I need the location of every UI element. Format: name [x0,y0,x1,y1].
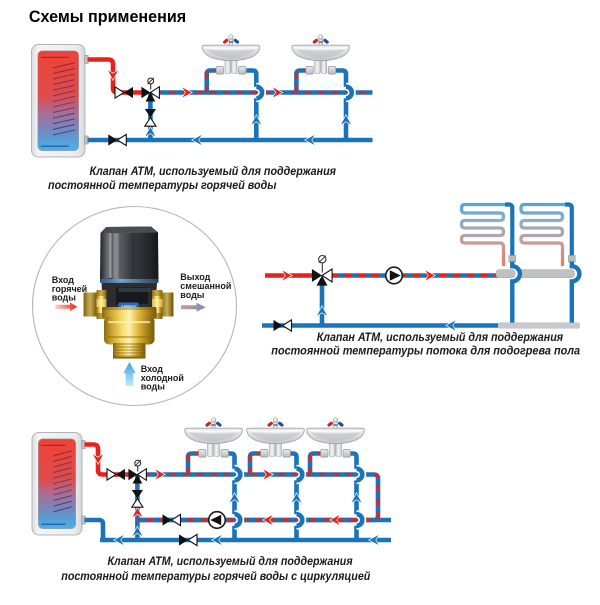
svg-text:воды: воды [52,293,77,303]
svg-text:смешанной: смешанной [180,281,231,291]
svg-text:Схемы применения: Схемы применения [29,8,186,26]
svg-text:воды: воды [180,290,205,300]
svg-text:холодной: холодной [141,373,184,383]
svg-text:Клапан АТМ, используемый для п: Клапан АТМ, используемый для поддержания [90,164,337,178]
svg-text:Клапан АТМ, используемый для п: Клапан АТМ, используемый для поддержания [317,330,563,344]
svg-text:Вход: Вход [52,275,75,285]
svg-text:Клапан АТМ, используемый для п: Клапан АТМ, используемый для поддержания [108,554,353,568]
svg-text:горячей: горячей [52,284,88,294]
svg-text:постоянной температуры горячей: постоянной температуры горячей воды с ци… [61,569,370,583]
svg-text:Вход: Вход [141,364,164,374]
svg-text:AFRISO: AFRISO [121,304,136,309]
svg-text:постоянной температуры потока: постоянной температуры потока для подогр… [271,343,580,357]
svg-text:Выход: Выход [180,272,210,282]
svg-text:постоянной температуры горячей: постоянной температуры горячей воды [48,178,277,192]
svg-text:воды: воды [141,381,166,391]
